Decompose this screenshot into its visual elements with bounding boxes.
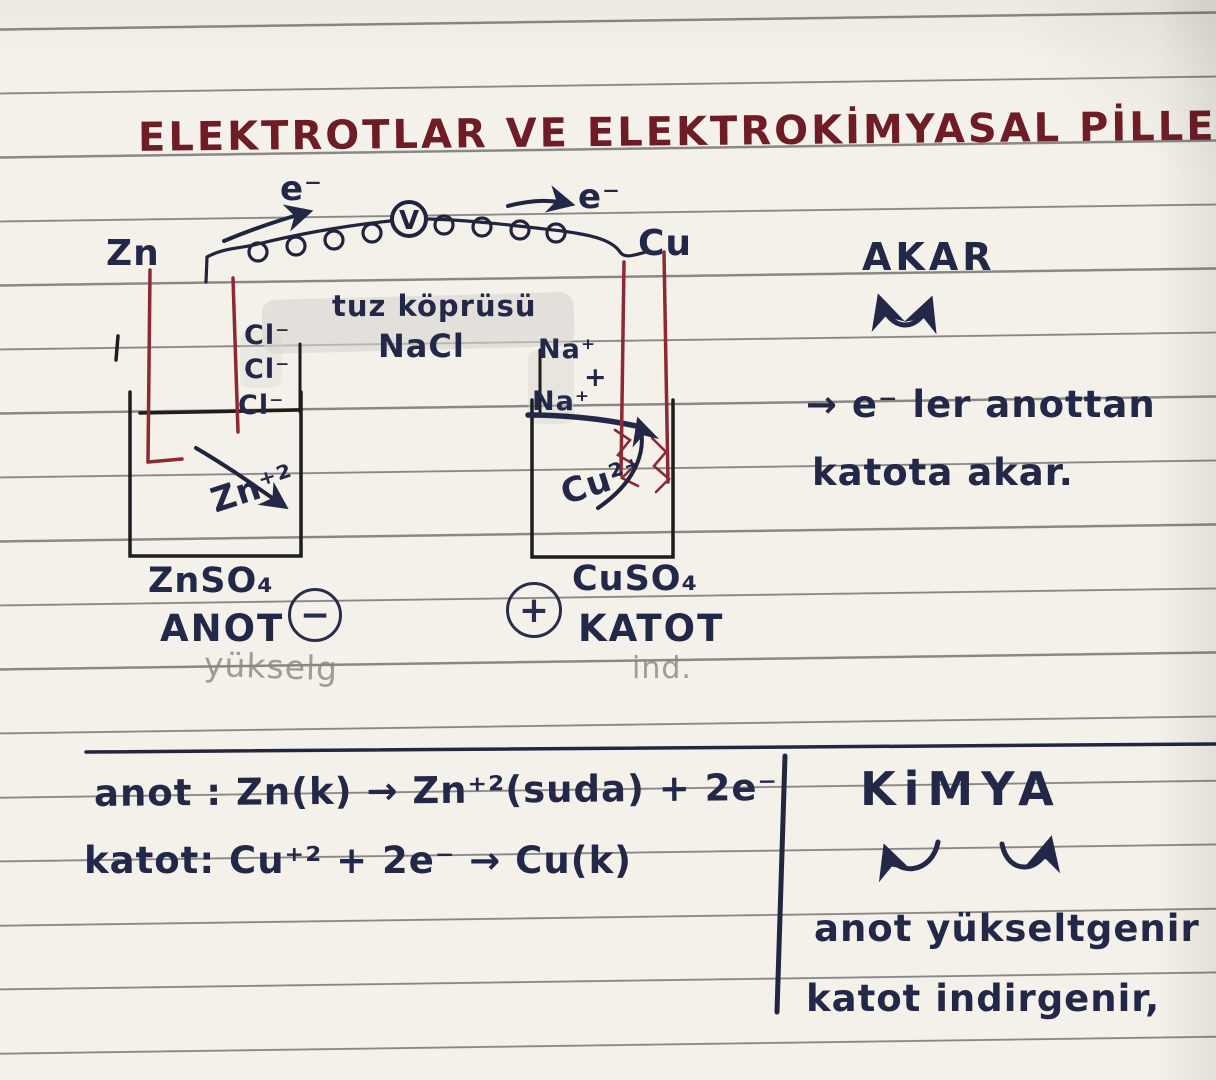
left-solution-label: ZnSO₄ <box>148 561 274 601</box>
cathode-role-label: KATOT <box>578 607 725 650</box>
sodium-ion-2: + <box>584 362 608 393</box>
sodium-ion-1: Na⁺ <box>538 334 597 365</box>
cathode-faint-note: ind. <box>632 651 692 686</box>
zn-dissolution-arrow <box>194 446 289 510</box>
cathode-half-reaction: katot: Cu⁺² + 2e⁻ → Cu(k) <box>84 839 633 882</box>
electron-label-right: e⁻ <box>578 177 622 217</box>
voltmeter-label: V <box>399 206 419 236</box>
sodium-ion-3: Na⁺ <box>532 386 591 417</box>
zn-electrode-label: Zn <box>106 233 160 274</box>
anode-faint-note: yükselg <box>203 644 339 689</box>
right-beaker <box>525 398 675 559</box>
voltmeter: V <box>390 200 428 238</box>
electron-label-left: e⁻ <box>280 169 324 209</box>
zn-electrode <box>146 268 240 464</box>
summary-line1: anot yükseltgenir <box>814 907 1200 950</box>
salt-bridge-tubes <box>298 342 542 418</box>
cathode-charge-sign: + <box>506 582 562 638</box>
electron-flow-arrows <box>222 185 576 243</box>
akar-word: AKAR <box>862 235 996 279</box>
kimya-heading: KiMYA <box>860 762 1062 816</box>
kimya-arrows <box>878 835 1061 883</box>
cu-electrode <box>613 250 671 494</box>
side-note-line1: → e⁻ ler anottan <box>806 383 1156 426</box>
chloride-ion-1: Cl⁻ <box>244 320 291 351</box>
cu-electrode-label: Cu <box>638 223 693 264</box>
section-dividers <box>84 742 1216 1015</box>
salt-bridge-compound: NaCl <box>378 327 465 365</box>
anode-half-reaction: anot : Zn(k) → Zn⁺²(suda) + 2e⁻ <box>93 766 779 815</box>
right-solution-label: CuSO₄ <box>572 559 698 599</box>
side-note-line2: katota akar. <box>812 451 1074 494</box>
left-beaker <box>114 334 303 558</box>
circuit-wire <box>204 214 648 284</box>
chloride-ion-2: Cl⁻ <box>244 354 291 385</box>
anode-role-label: ANOT <box>160 607 285 650</box>
chloride-ion-3: Cl⁻ <box>238 390 285 421</box>
akar-flow-arrow <box>871 293 937 335</box>
cu-deposition-arrow <box>596 416 660 510</box>
page-title: ELEKTROTLAR VE ELEKTROKİMYASAL PİLLER <box>137 103 1216 161</box>
salt-bridge-label: tuz köprüsü <box>332 289 537 323</box>
anode-charge-sign: − <box>288 588 342 642</box>
summary-line2: katot indirgenir, <box>806 977 1161 1020</box>
